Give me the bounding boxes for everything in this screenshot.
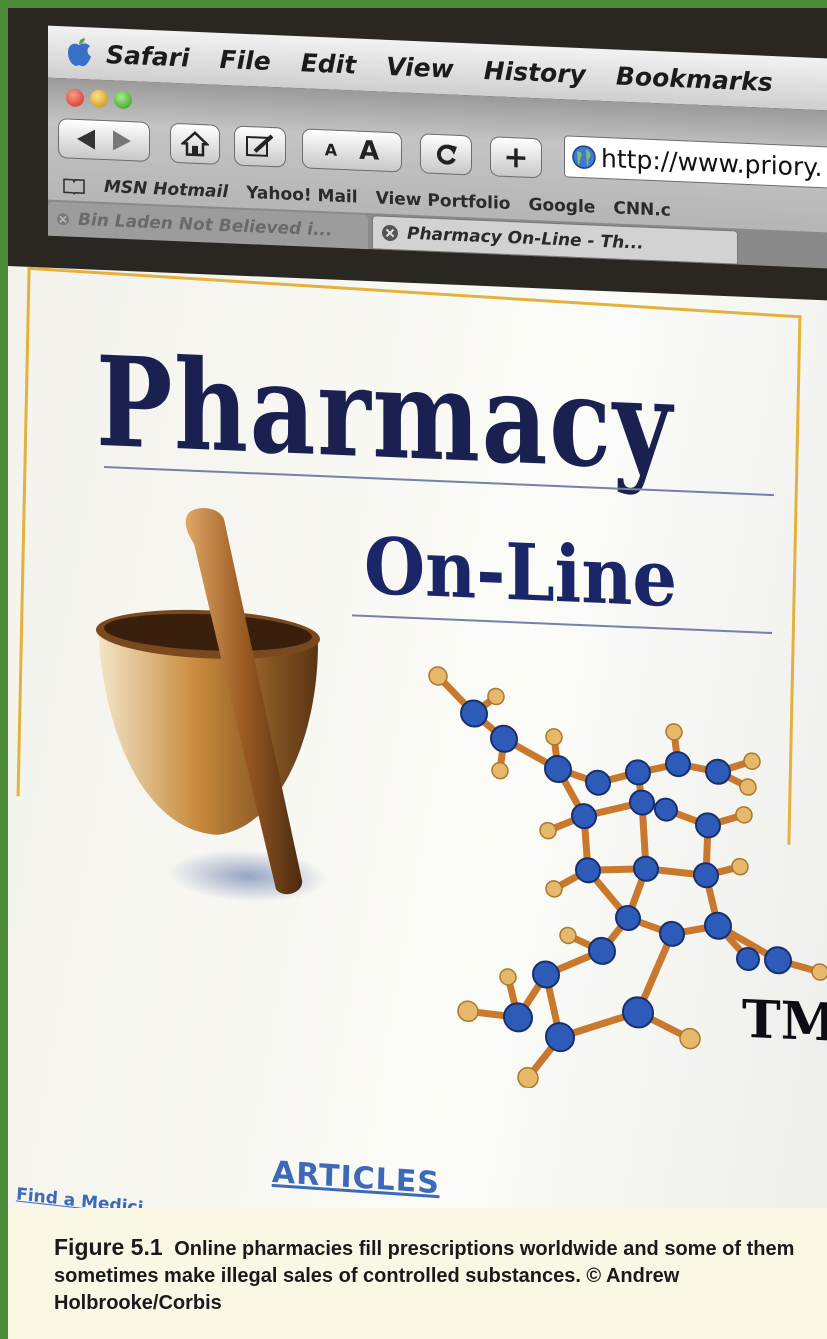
book-icon[interactable] bbox=[62, 176, 86, 195]
articles-link[interactable]: ARTICLES bbox=[271, 1154, 441, 1202]
close-tab-icon[interactable] bbox=[381, 224, 399, 243]
photo: Safari File Edit View History Bookmarks bbox=[8, 8, 827, 1208]
window-chrome: A A + http://www.priory. bbox=[48, 77, 827, 270]
bookmark-google[interactable]: Google bbox=[528, 194, 596, 218]
find-medicine-link[interactable]: Find a Medici bbox=[15, 1184, 144, 1208]
address-url[interactable]: http://www.priory. bbox=[601, 143, 823, 182]
menu-item-edit[interactable]: Edit bbox=[300, 47, 357, 80]
caption: Figure 5.1 Online pharmacies fill prescr… bbox=[54, 1234, 797, 1317]
bookmark-yahoo-mail[interactable]: Yahoo! Mail bbox=[246, 182, 358, 208]
web-page: Pharmacy On-Line bbox=[8, 266, 827, 1208]
logo-subtitle: On-Line bbox=[364, 520, 678, 626]
address-bar[interactable]: http://www.priory. bbox=[564, 135, 827, 190]
menu-bar: Safari File Edit View History Bookmarks bbox=[48, 25, 827, 112]
menu-item-file[interactable]: File bbox=[219, 44, 271, 76]
edit-bookmark-button[interactable] bbox=[234, 125, 286, 168]
menu-item-safari[interactable]: Safari bbox=[106, 39, 190, 73]
home-button[interactable] bbox=[170, 122, 220, 165]
back-forward-button[interactable] bbox=[58, 118, 150, 162]
zoom-window-button[interactable] bbox=[114, 90, 132, 110]
bookmark-msn-hotmail[interactable]: MSN Hotmail bbox=[104, 177, 229, 203]
reload-icon bbox=[436, 144, 457, 165]
tab-pharmacy-online[interactable]: Pharmacy On-Line - Th... bbox=[372, 215, 738, 265]
add-bookmark-button[interactable]: + bbox=[490, 136, 542, 179]
close-tab-icon[interactable] bbox=[56, 212, 70, 227]
close-window-button[interactable] bbox=[66, 88, 84, 108]
globe-icon bbox=[572, 145, 596, 169]
reload-button[interactable] bbox=[420, 133, 472, 176]
caption-box: Figure 5.1 Online pharmacies fill prescr… bbox=[8, 1208, 827, 1339]
tab-label: Bin Laden Not Believed i... bbox=[78, 209, 333, 241]
browser-window: Safari File Edit View History Bookmarks bbox=[8, 8, 827, 1208]
text-smaller-label[interactable]: A bbox=[324, 139, 338, 160]
bookmarks-bar: MSN Hotmail Yahoo! Mail View Portfolio G… bbox=[48, 170, 827, 234]
minimize-window-button[interactable] bbox=[90, 89, 108, 109]
text-size-buttons[interactable]: A A bbox=[302, 128, 402, 173]
logo-title: Pharmacy bbox=[96, 329, 674, 499]
mortar-and-pestle-icon bbox=[96, 508, 328, 903]
caption-text: Online pharmacies fill prescriptions wor… bbox=[54, 1238, 795, 1314]
menu-item-bookmarks[interactable]: Bookmarks bbox=[615, 60, 773, 97]
home-icon bbox=[181, 131, 209, 157]
menu-item-history[interactable]: History bbox=[483, 55, 586, 89]
bookmark-cnn[interactable]: CNN.c bbox=[613, 198, 671, 221]
bookmark-view-portfolio[interactable]: View Portfolio bbox=[375, 188, 511, 215]
text-bigger-label[interactable]: A bbox=[359, 135, 380, 167]
tab-bin-laden[interactable]: Bin Laden Not Believed i... bbox=[48, 201, 368, 250]
menu-item-view[interactable]: View bbox=[386, 51, 454, 84]
trademark-mark: TM bbox=[742, 988, 827, 1054]
pencil-icon bbox=[246, 134, 274, 157]
apple-icon[interactable] bbox=[66, 36, 92, 67]
back-forward-icon bbox=[77, 129, 131, 151]
tab-label: Pharmacy On-Line - Th... bbox=[407, 223, 644, 254]
molecule-icon bbox=[428, 666, 827, 1089]
tab-bar: Bin Laden Not Believed i... Pharmacy On-… bbox=[48, 199, 827, 270]
figure-label: Figure 5.1 bbox=[54, 1234, 163, 1260]
